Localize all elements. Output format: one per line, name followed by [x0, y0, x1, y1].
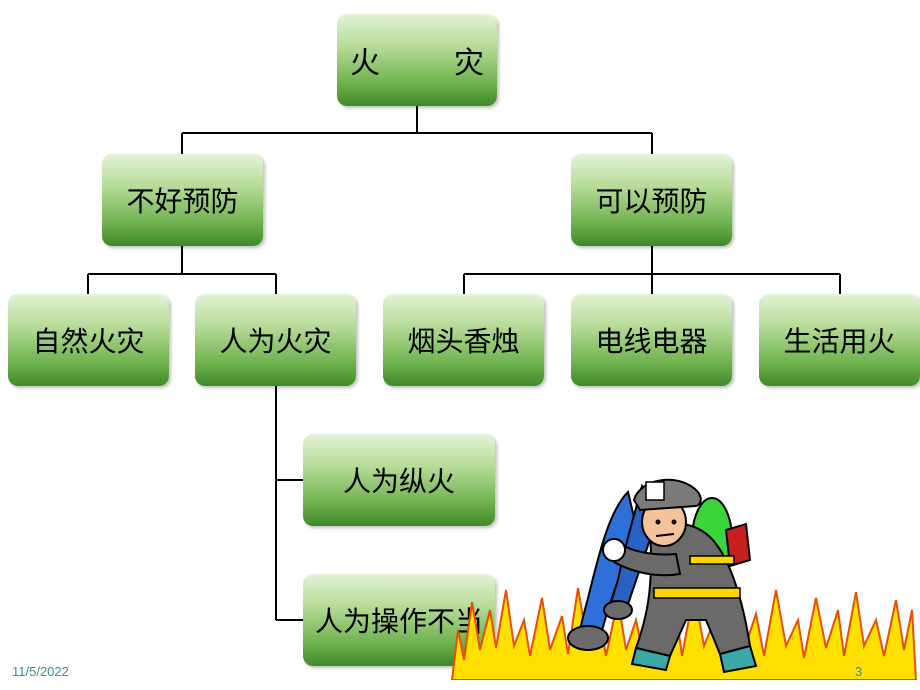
node-preventable: 可以预防 — [571, 154, 732, 246]
node-natural-fire: 自然火灾 — [8, 294, 169, 386]
footer-page-number: 3 — [855, 664, 863, 679]
root-node-fire: 火 灾 — [337, 14, 497, 106]
node-hard-to-prevent: 不好预防 — [102, 154, 263, 246]
node-wires-appliances: 电线电器 — [571, 294, 732, 386]
firefighter-illustration — [450, 478, 918, 680]
node-domestic-fire-use: 生活用火 — [759, 294, 920, 386]
node-arson: 人为纵火 — [303, 434, 495, 526]
footer-date: 11/5/2022 — [12, 664, 69, 679]
node-human-fire: 人为火灾 — [195, 294, 356, 386]
node-cigarettes-incense: 烟头香烛 — [383, 294, 544, 386]
